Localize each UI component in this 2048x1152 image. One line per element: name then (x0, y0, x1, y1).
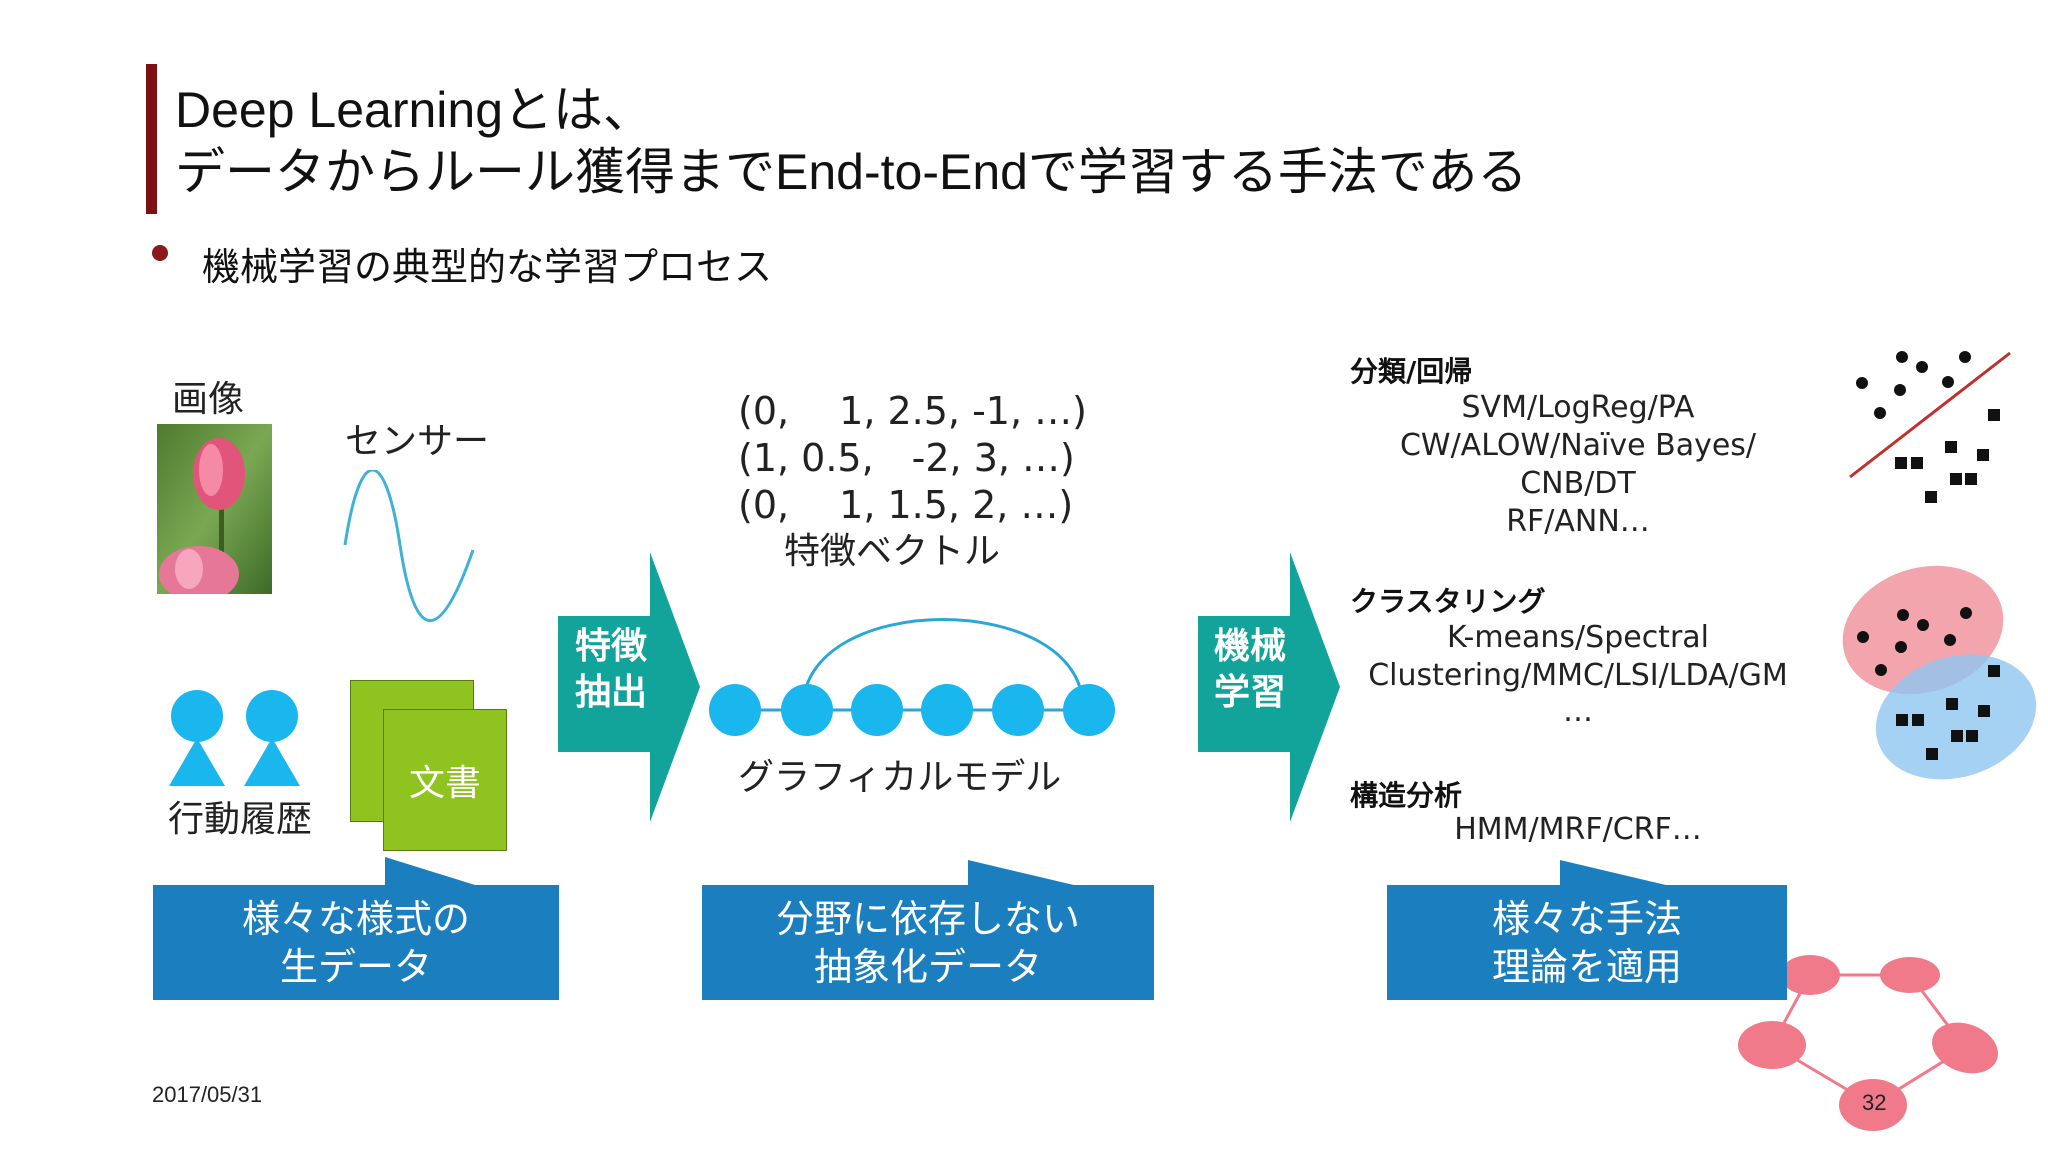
bullet-text: 機械学習の典型的な学習プロセス (202, 245, 773, 289)
slide-date: 2017/05/31 (152, 1082, 263, 1107)
callout-line: 生データ (279, 945, 432, 989)
classification-scatter-icon (1849, 351, 2011, 503)
classification-item: CW/ALOW/Naïve Bayes/ (1399, 428, 1757, 463)
feature-vector-2: (1, 0.5, -2, 3, …) (738, 436, 1075, 480)
sensor-label: センサー (345, 421, 490, 462)
slide-title-line-2: データからルール獲得までEnd-to-Endで学習する手法である (175, 144, 1528, 200)
clustering-scatter-icon (1842, 565, 2037, 780)
machine-learning-label-1: 機械 (1214, 626, 1287, 667)
structure-heading: 構造分析 (1350, 779, 1463, 812)
classification-item: RF/ANN… (1506, 504, 1650, 539)
title-accent-bar (146, 64, 157, 214)
feature-extraction-arrow (558, 552, 700, 822)
callout-line: 様々な手法 (1491, 897, 1682, 941)
callout-abstract-data: 分野に依存しない 抽象化データ (702, 885, 1154, 1000)
graphical-model-icon (709, 618, 1115, 736)
callout-pointer (385, 857, 475, 885)
document-label: 文書 (408, 763, 481, 804)
structure-item: HMM/MRF/CRF… (1454, 812, 1702, 847)
machine-learning-arrow (1198, 552, 1340, 822)
feature-vector-label: 特徴ベクトル (784, 531, 1001, 572)
tulip-image (157, 424, 272, 594)
clustering-item: K-means/Spectral (1446, 620, 1710, 655)
feature-vector-3: (0, 1, 1.5, 2, …) (738, 483, 1074, 527)
history-label: 行動履歴 (168, 799, 313, 840)
feature-vector-1: (0, 1, 2.5, -1, …) (738, 389, 1087, 433)
callout-raw-data: 様々な様式の 生データ (153, 885, 559, 1000)
sine-wave-icon (343, 470, 475, 623)
callout-pointer (1560, 860, 1670, 886)
callout-line: 理論を適用 (1491, 945, 1682, 989)
callout-line: 分野に依存しない (775, 897, 1080, 941)
document-icon: 文書 (383, 709, 507, 851)
callout-line: 様々な様式の (241, 897, 470, 941)
image-label: 画像 (172, 379, 245, 420)
machine-learning-label-2: 学習 (1214, 672, 1287, 713)
structure-graph-icon (1738, 955, 1998, 1131)
feature-extraction-label-1: 特徴 (575, 626, 648, 667)
classification-item: SVM/LogReg/PA (1461, 390, 1695, 425)
clustering-item: Clustering/MMC/LSI/LDA/GM (1368, 658, 1788, 693)
graphical-model-label: グラフィカルモデル (738, 757, 1062, 798)
slide-title-line-1: Deep Learningとは、 (175, 82, 654, 138)
page-number: 32 (1862, 1090, 1887, 1115)
callout-line: 抽象化データ (813, 945, 1042, 989)
feature-extraction-label-2: 抽出 (575, 672, 648, 713)
classification-heading: 分類/回帰 (1350, 355, 1473, 388)
classification-item: CNB/DT (1520, 466, 1636, 501)
bullet-icon (152, 245, 168, 261)
clustering-heading: クラスタリング (1350, 585, 1546, 618)
callout-methods: 様々な手法 理論を適用 (1387, 885, 1787, 1000)
users-icon (169, 690, 300, 786)
callout-pointer (968, 860, 1078, 886)
clustering-item: … (1563, 694, 1593, 729)
